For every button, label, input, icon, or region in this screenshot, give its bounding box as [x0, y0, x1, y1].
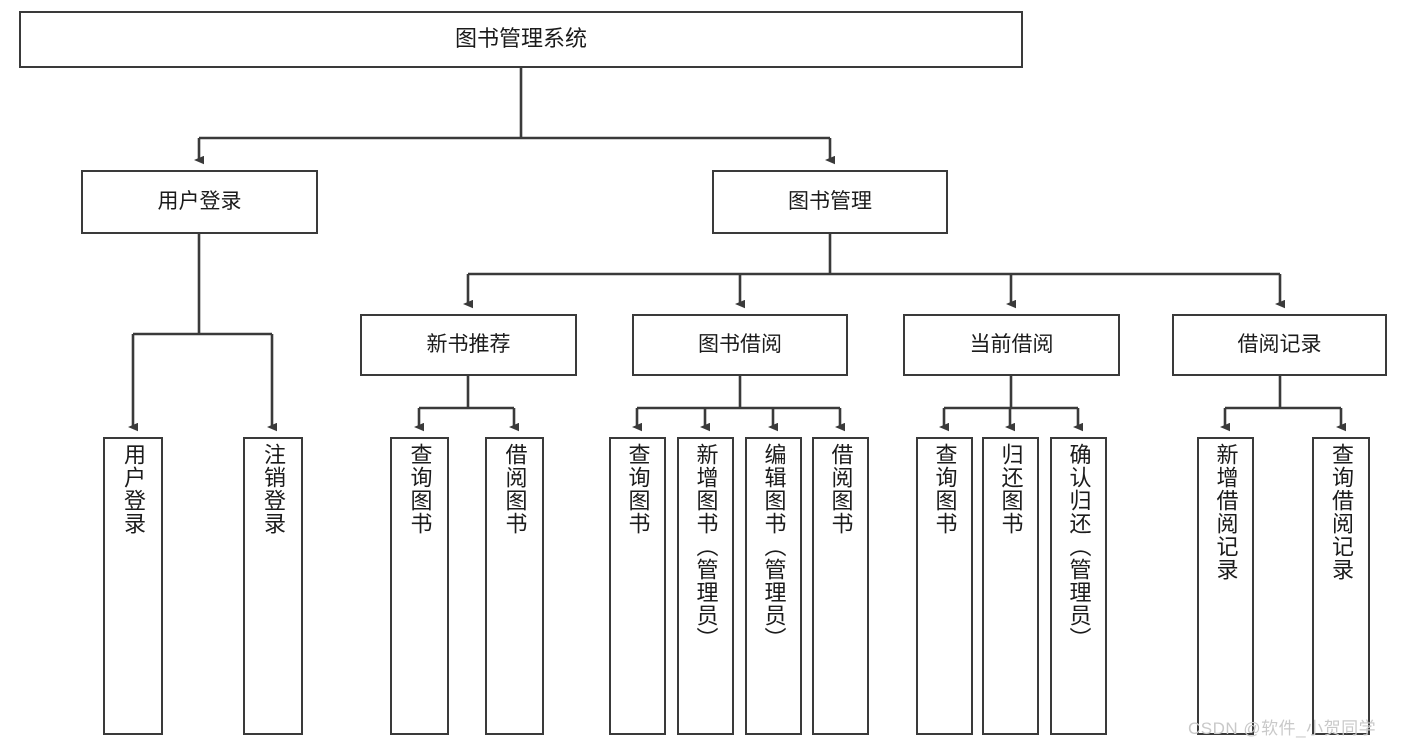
node-borrow-record-label: 借阅记录 — [1237, 333, 1322, 357]
leaf-label: 新增图书（管理员） — [693, 443, 719, 650]
leaf-user-login-logout[interactable]: 注销登录 — [243, 437, 303, 735]
node-root-label: 图书管理系统 — [454, 26, 587, 52]
leaf-label: 用户登录 — [121, 443, 146, 535]
node-book-borrow[interactable]: 图书借阅 — [632, 314, 848, 376]
node-book-management-label: 图书管理 — [788, 190, 872, 214]
leaf-label: 编辑图书（管理员） — [761, 443, 787, 650]
node-book-borrow-label: 图书借阅 — [698, 333, 782, 357]
leaf-label: 查询图书 — [625, 443, 651, 535]
leaf-label: 查询图书 — [407, 443, 433, 535]
leaf-borrow-record-query[interactable]: 查询借阅记录 — [1312, 437, 1370, 735]
leaf-book-borrow-query[interactable]: 查询图书 — [609, 437, 666, 735]
node-root[interactable]: 图书管理系统 — [19, 11, 1023, 68]
leaf-new-book-query[interactable]: 查询图书 — [390, 437, 449, 735]
leaf-label: 注销登录 — [261, 443, 286, 535]
node-current-borrow[interactable]: 当前借阅 — [903, 314, 1120, 376]
leaf-label: 查询借阅记录 — [1329, 443, 1354, 581]
node-borrow-record[interactable]: 借阅记录 — [1172, 314, 1387, 376]
leaf-label: 新增借阅记录 — [1213, 443, 1239, 581]
watermark: CSDN @软件_小贺同学 — [1188, 719, 1377, 738]
leaf-label: 确认归还（管理员） — [1066, 443, 1092, 650]
leaf-label: 借阅图书 — [828, 443, 854, 535]
node-book-management[interactable]: 图书管理 — [712, 170, 948, 234]
leaf-new-book-borrow[interactable]: 借阅图书 — [485, 437, 544, 735]
leaf-current-borrow-confirm-return[interactable]: 确认归还（管理员） — [1050, 437, 1107, 735]
node-new-book-recommend[interactable]: 新书推荐 — [360, 314, 577, 376]
node-new-book-recommend-label: 新书推荐 — [426, 333, 511, 357]
leaf-book-borrow-borrow[interactable]: 借阅图书 — [812, 437, 869, 735]
node-user-login-label: 用户登录 — [157, 190, 242, 214]
leaf-borrow-record-add[interactable]: 新增借阅记录 — [1197, 437, 1254, 735]
leaf-user-login-login[interactable]: 用户登录 — [103, 437, 163, 735]
leaf-book-borrow-add[interactable]: 新增图书（管理员） — [677, 437, 734, 735]
node-user-login[interactable]: 用户登录 — [81, 170, 318, 234]
leaf-label: 借阅图书 — [502, 443, 528, 535]
leaf-label: 查询图书 — [932, 443, 958, 535]
leaf-current-borrow-return[interactable]: 归还图书 — [982, 437, 1039, 735]
leaf-label: 归还图书 — [998, 443, 1024, 535]
node-current-borrow-label: 当前借阅 — [969, 333, 1054, 357]
leaf-current-borrow-query[interactable]: 查询图书 — [916, 437, 973, 735]
leaf-book-borrow-edit[interactable]: 编辑图书（管理员） — [745, 437, 802, 735]
